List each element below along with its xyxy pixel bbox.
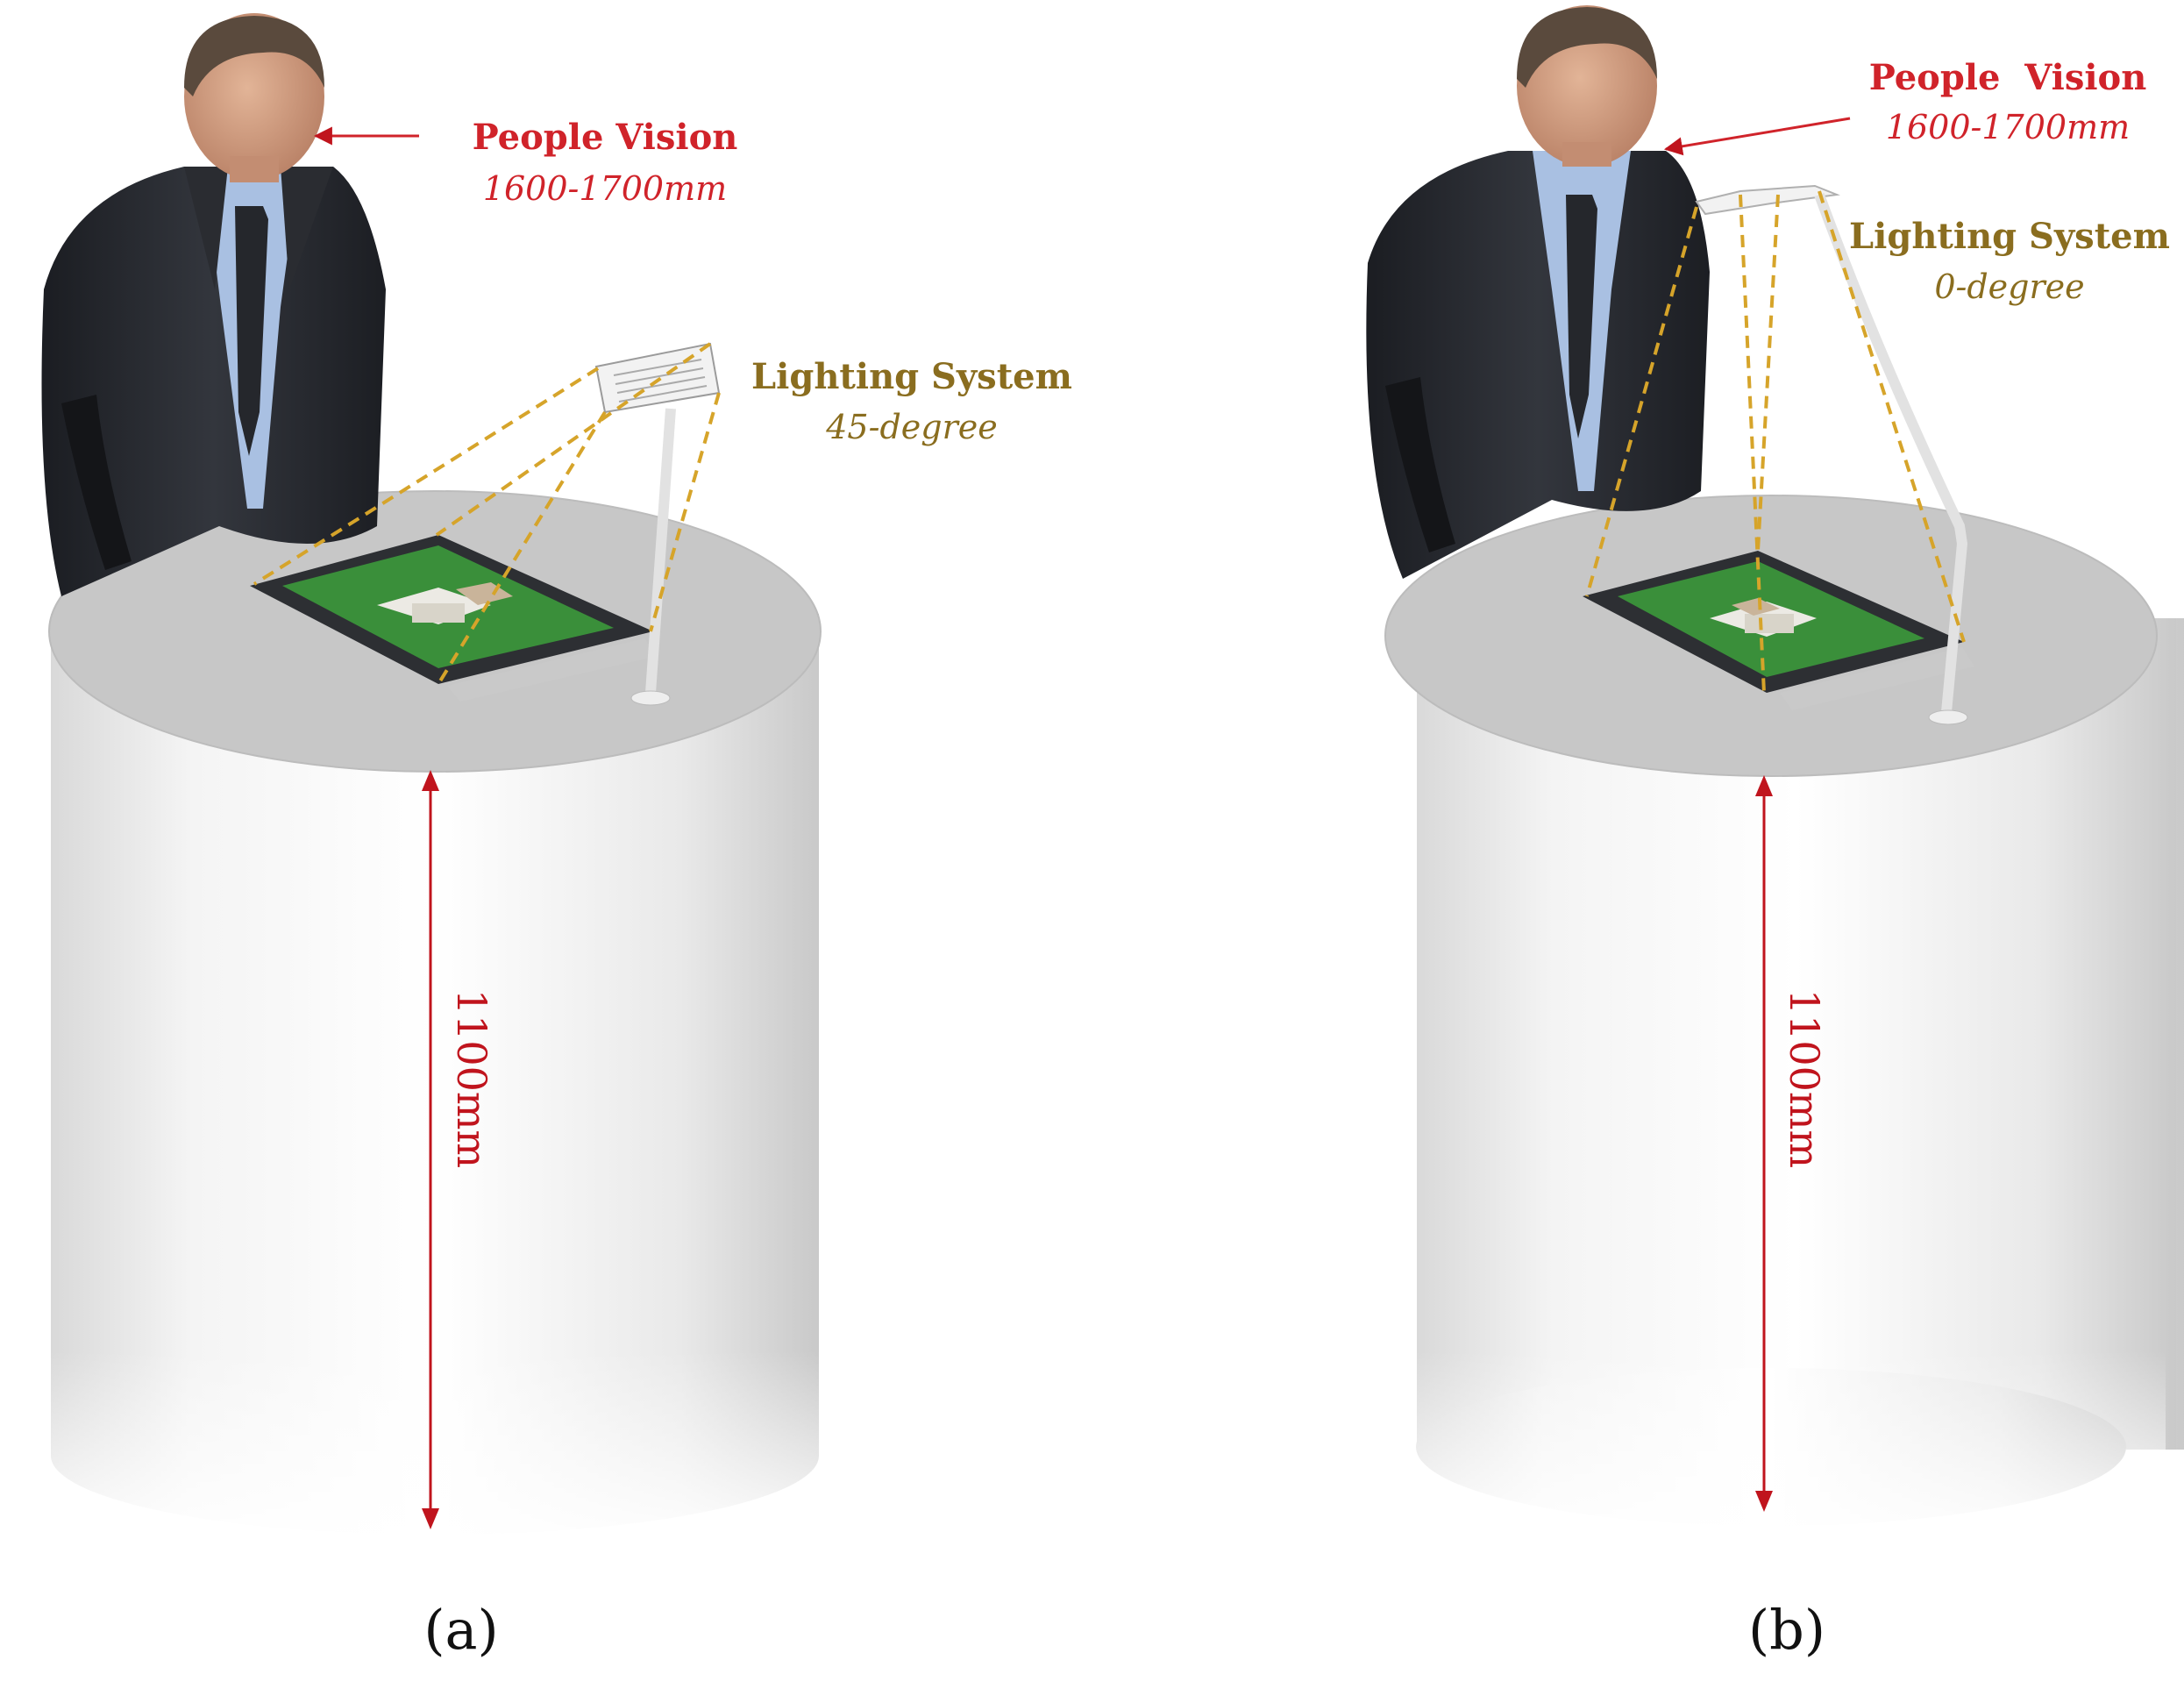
model-plaque <box>1780 647 1974 710</box>
height-dimension-arrow <box>1755 775 1773 1512</box>
vision-title: People Vision <box>1869 57 2147 98</box>
lamp <box>1695 184 1968 725</box>
height-label: 1100mm <box>1781 989 1828 1168</box>
vision-arrow <box>1663 117 1851 156</box>
lighting-title: Lighting System <box>751 356 1072 397</box>
panel-b: 1100mm People Vision 1600-1700mm Lightin… <box>1366 5 2184 1662</box>
person-figure <box>1366 5 1710 579</box>
architectural-model <box>1583 551 1974 710</box>
vision-range: 1600-1700mm <box>1886 108 2130 146</box>
person-figure <box>41 13 386 596</box>
panel-caption: (a) <box>423 1598 498 1662</box>
architectural-model <box>250 535 658 702</box>
lighting-angle: 45-degree <box>825 408 997 446</box>
lighting-title: Lighting System <box>1849 216 2170 257</box>
pedestal-cylinder <box>35 490 842 1552</box>
vision-title: People Vision <box>473 117 738 158</box>
panel-caption: (b) <box>1748 1598 1825 1662</box>
model-plaque <box>447 638 658 702</box>
panel-a: 1100mm People Vision 1600-1700mm Lightin… <box>35 13 1072 1662</box>
light-beam <box>253 342 721 686</box>
light-beam <box>1585 190 1966 694</box>
height-dimension-arrow <box>422 770 439 1529</box>
height-label: 1100mm <box>448 989 495 1168</box>
lighting-angle: 0-degree <box>1934 267 2084 306</box>
vision-range: 1600-1700mm <box>483 169 727 208</box>
